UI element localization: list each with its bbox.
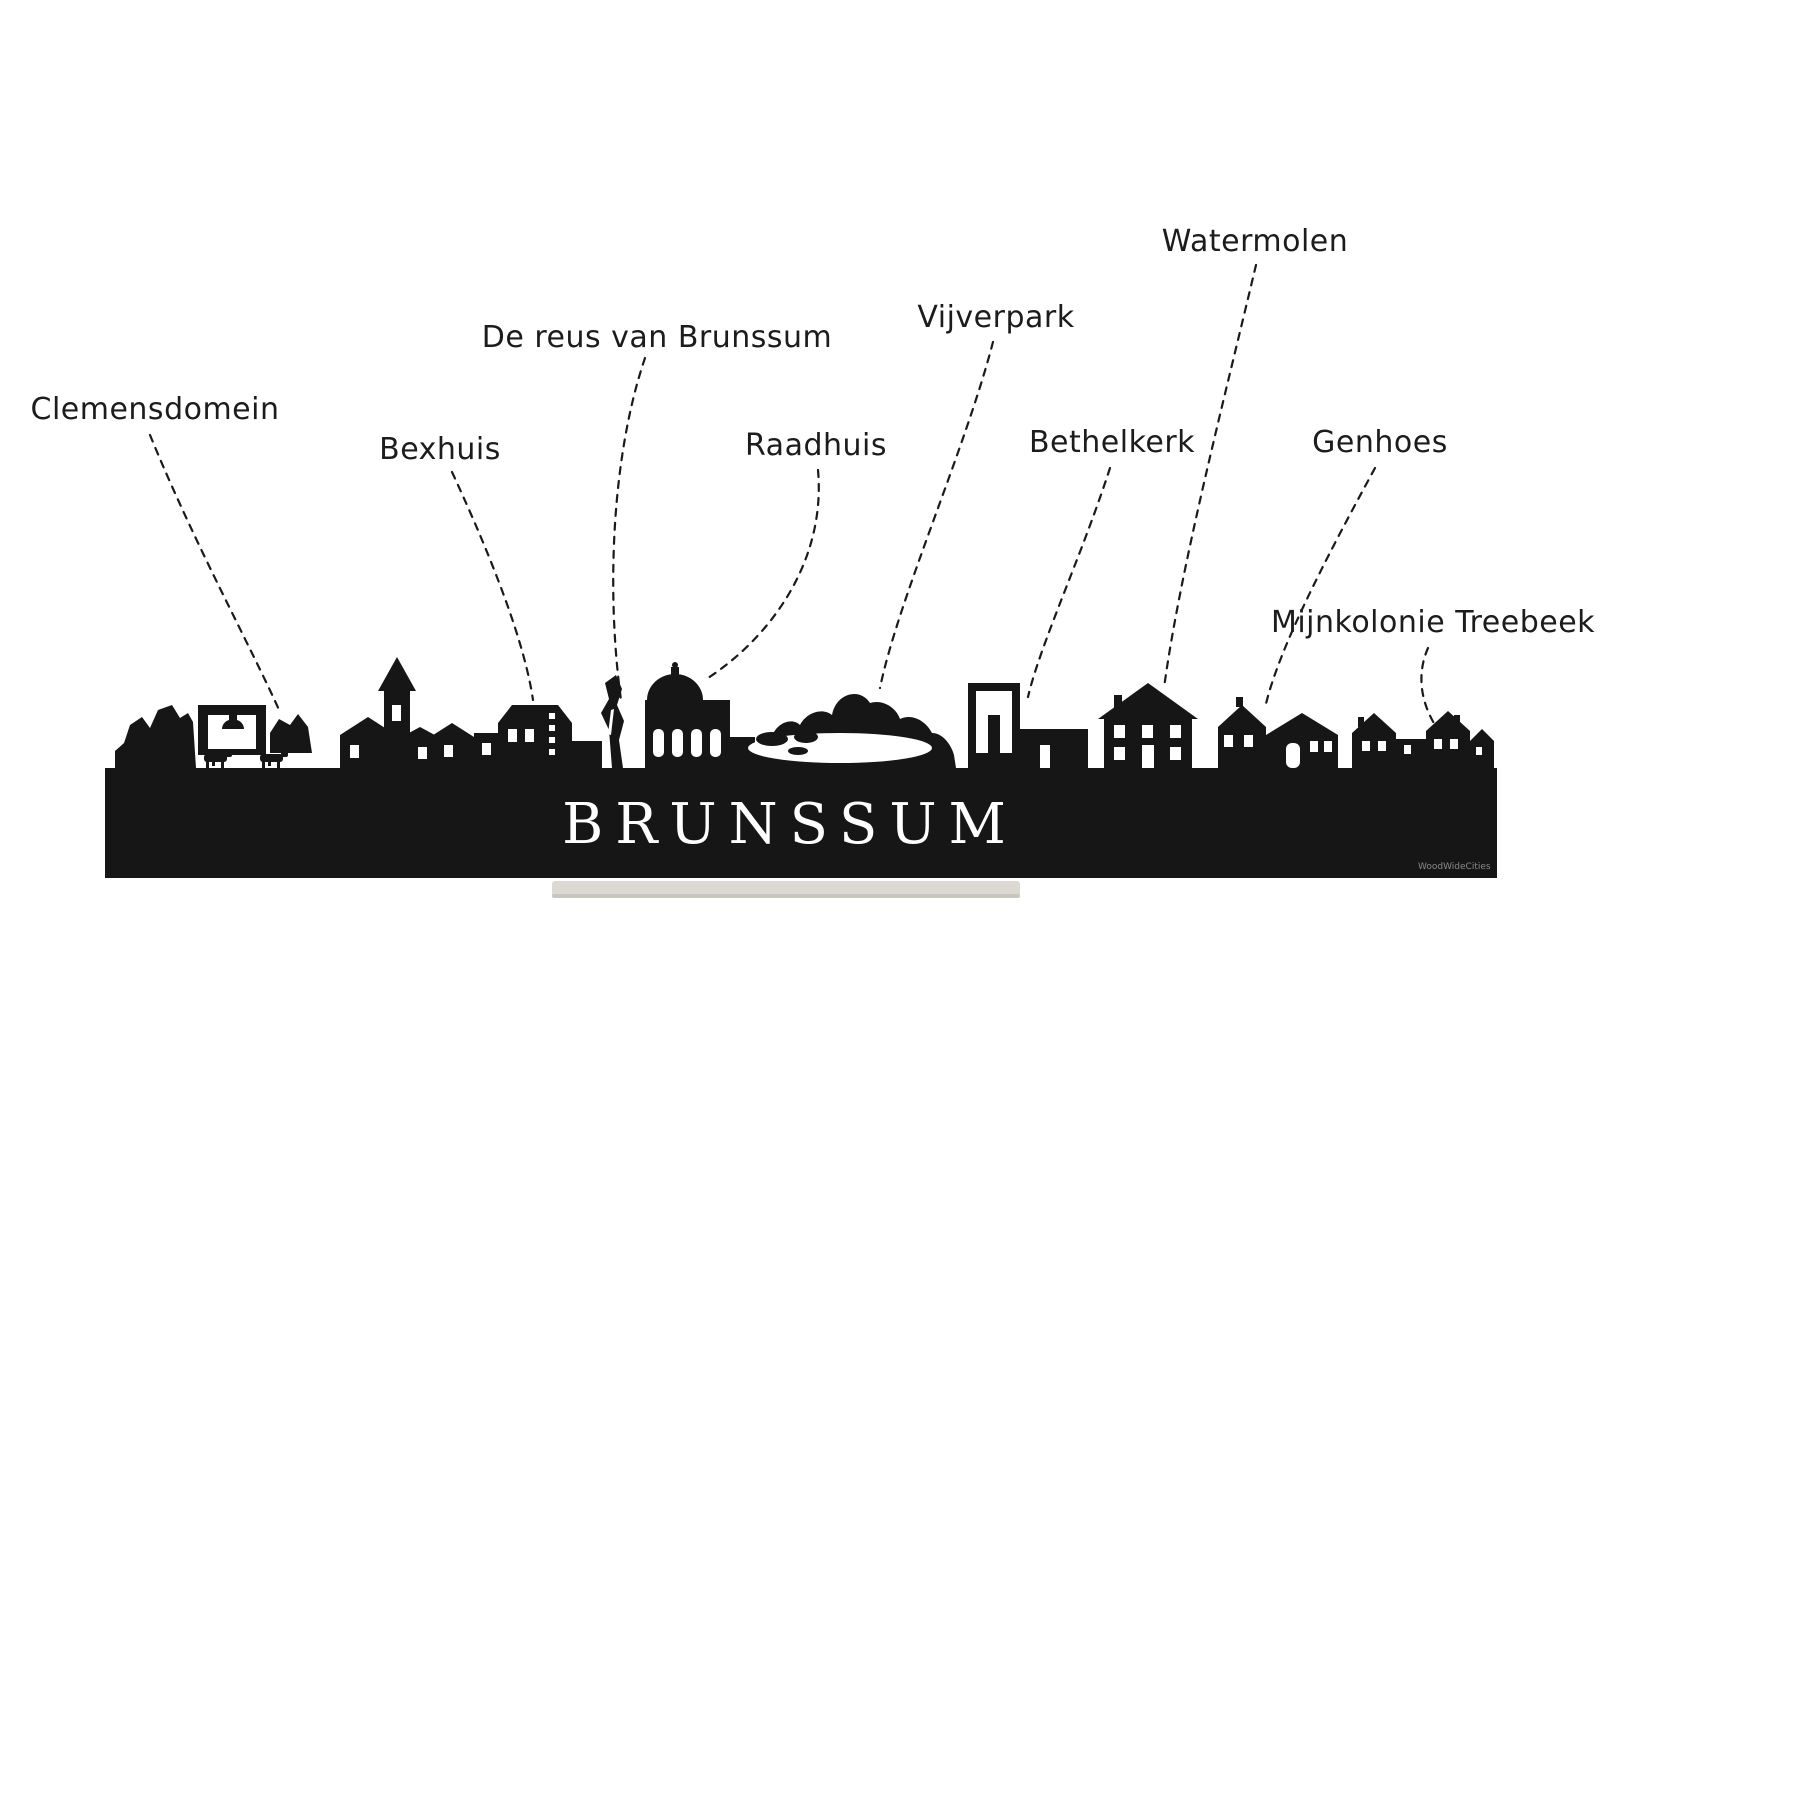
de-reus-silhouette: [601, 675, 624, 768]
stand-base-shadow: [552, 894, 1020, 898]
maker-watermark: WoodWideCities: [1418, 862, 1491, 872]
connector-genhoes: [1263, 466, 1377, 710]
label-watermolen: Watermolen: [1161, 224, 1349, 259]
city-name-cutout: BRUNSSUM: [562, 792, 1018, 857]
bexhuis-silhouette: [498, 705, 602, 768]
connector-bexhuis: [450, 470, 535, 702]
vijverpark-silhouette: [748, 693, 956, 768]
mijnkolonie-treebeek-silhouette: [1352, 711, 1494, 768]
label-genhoes: Genhoes: [1312, 425, 1448, 460]
clemensdomein-silhouette: [115, 705, 312, 768]
connector-clemensdomein: [148, 433, 282, 714]
label-mijnkolonie-treebeek: Mijnkolonie Treebeek: [1270, 605, 1596, 640]
church-silhouette: [340, 657, 444, 768]
cow-left: [204, 751, 232, 768]
connector-watermolen: [1162, 263, 1258, 690]
label-raadhuis: Raadhuis: [745, 428, 887, 463]
raadhuis-silhouette: [645, 662, 755, 768]
genhoes-silhouette: [1218, 697, 1338, 768]
base-band: [105, 768, 1497, 878]
connector-de-reus: [612, 356, 647, 702]
houses-silhouette: [430, 723, 502, 768]
label-bexhuis: Bexhuis: [379, 432, 501, 467]
connector-bethelkerk: [1026, 466, 1112, 699]
connector-vijverpark: [878, 340, 995, 690]
label-bethelkerk: Bethelkerk: [1028, 425, 1196, 460]
label-de-reus-van-brunssum: De reus van Brunssum: [481, 320, 833, 355]
stand-base: [552, 881, 1020, 897]
label-vijverpark: Vijverpark: [917, 300, 1075, 335]
skyline-silhouette: BRUNSSUM WoodWideCities: [105, 657, 1497, 898]
cow-right: [260, 751, 288, 768]
connector-raadhuis: [706, 468, 820, 680]
label-clemensdomein: Clemensdomein: [30, 392, 280, 427]
watermolen-silhouette: [1098, 683, 1198, 768]
bethelkerk-silhouette: [968, 683, 1088, 768]
